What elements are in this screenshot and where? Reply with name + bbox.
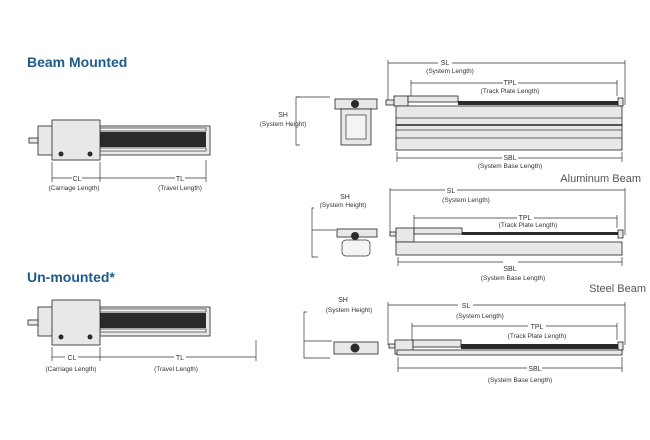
cl-description: (Carriage Length) (49, 185, 100, 192)
tpl-label: TPL (519, 215, 532, 222)
sbl-label: SBL (528, 366, 541, 373)
sl-label: SL (447, 188, 456, 195)
tpl-label: TPL (531, 324, 544, 331)
sh-description: (System Height) (326, 307, 373, 314)
sh-label: SH (338, 297, 348, 304)
sl-description: (System Length) (442, 197, 490, 204)
tl-description: (Travel Length) (158, 185, 202, 192)
un-mounted-section-view: SH (System Height) (303, 297, 379, 359)
sl-description: (System Length) (426, 68, 474, 75)
un-mounted-side-view: SL (System Length) TPL (Track Plate Leng… (387, 302, 626, 384)
sl-description: (System Length) (456, 313, 504, 320)
steel-side-view: SL (System Length) TPL (Track Plate Leng… (389, 188, 646, 295)
sh-description: (System Height) (260, 121, 307, 128)
tpl-label: TPL (504, 80, 517, 87)
heading-un-mounted: Un-mounted* (27, 269, 115, 285)
aluminum-side-view: SL (System Length) TPL (Track Plate Leng… (385, 60, 641, 185)
heading-beam-mounted: Beam Mounted (27, 54, 127, 70)
sh-label: SH (278, 112, 288, 119)
tl-description: (Travel Length) (154, 366, 198, 373)
sbl-description: (System Base Length) (488, 377, 552, 384)
beam-mounted-top-view (28, 119, 211, 161)
tpl-description: (Track Plate Length) (481, 88, 540, 95)
aluminum-section-view: SH (System Height) (260, 96, 378, 146)
beam-mounted-cl-dimension: CL (Carriage Length) TL (Travel Length) (49, 160, 207, 192)
cl-label: CL (73, 176, 82, 183)
sbl-label: SBL (503, 155, 516, 162)
un-mounted-top-view (27, 299, 211, 346)
tpl-description: (Track Plate Length) (499, 222, 558, 229)
sbl-label: SBL (503, 266, 516, 273)
sl-label: SL (462, 303, 471, 310)
sl-label: SL (441, 60, 450, 67)
sh-label: SH (340, 194, 350, 201)
cl-description: (Carriage Length) (46, 366, 97, 373)
tl-label: TL (176, 176, 184, 183)
caption-aluminum-beam: Aluminum Beam (560, 173, 641, 185)
sbl-description: (System Base Length) (481, 275, 545, 282)
steel-section-view: SH (System Height) (311, 194, 378, 258)
sh-description: (System Height) (320, 202, 367, 209)
un-mounted-cl-dimension: CL (Carriage Length) TL (Travel Length) (46, 340, 257, 373)
cl-label: CL (68, 355, 77, 362)
sbl-description: (System Base Length) (478, 163, 542, 170)
tl-label: TL (176, 355, 184, 362)
tpl-description: (Track Plate Length) (508, 333, 567, 340)
caption-steel-beam: Steel Beam (589, 283, 646, 295)
